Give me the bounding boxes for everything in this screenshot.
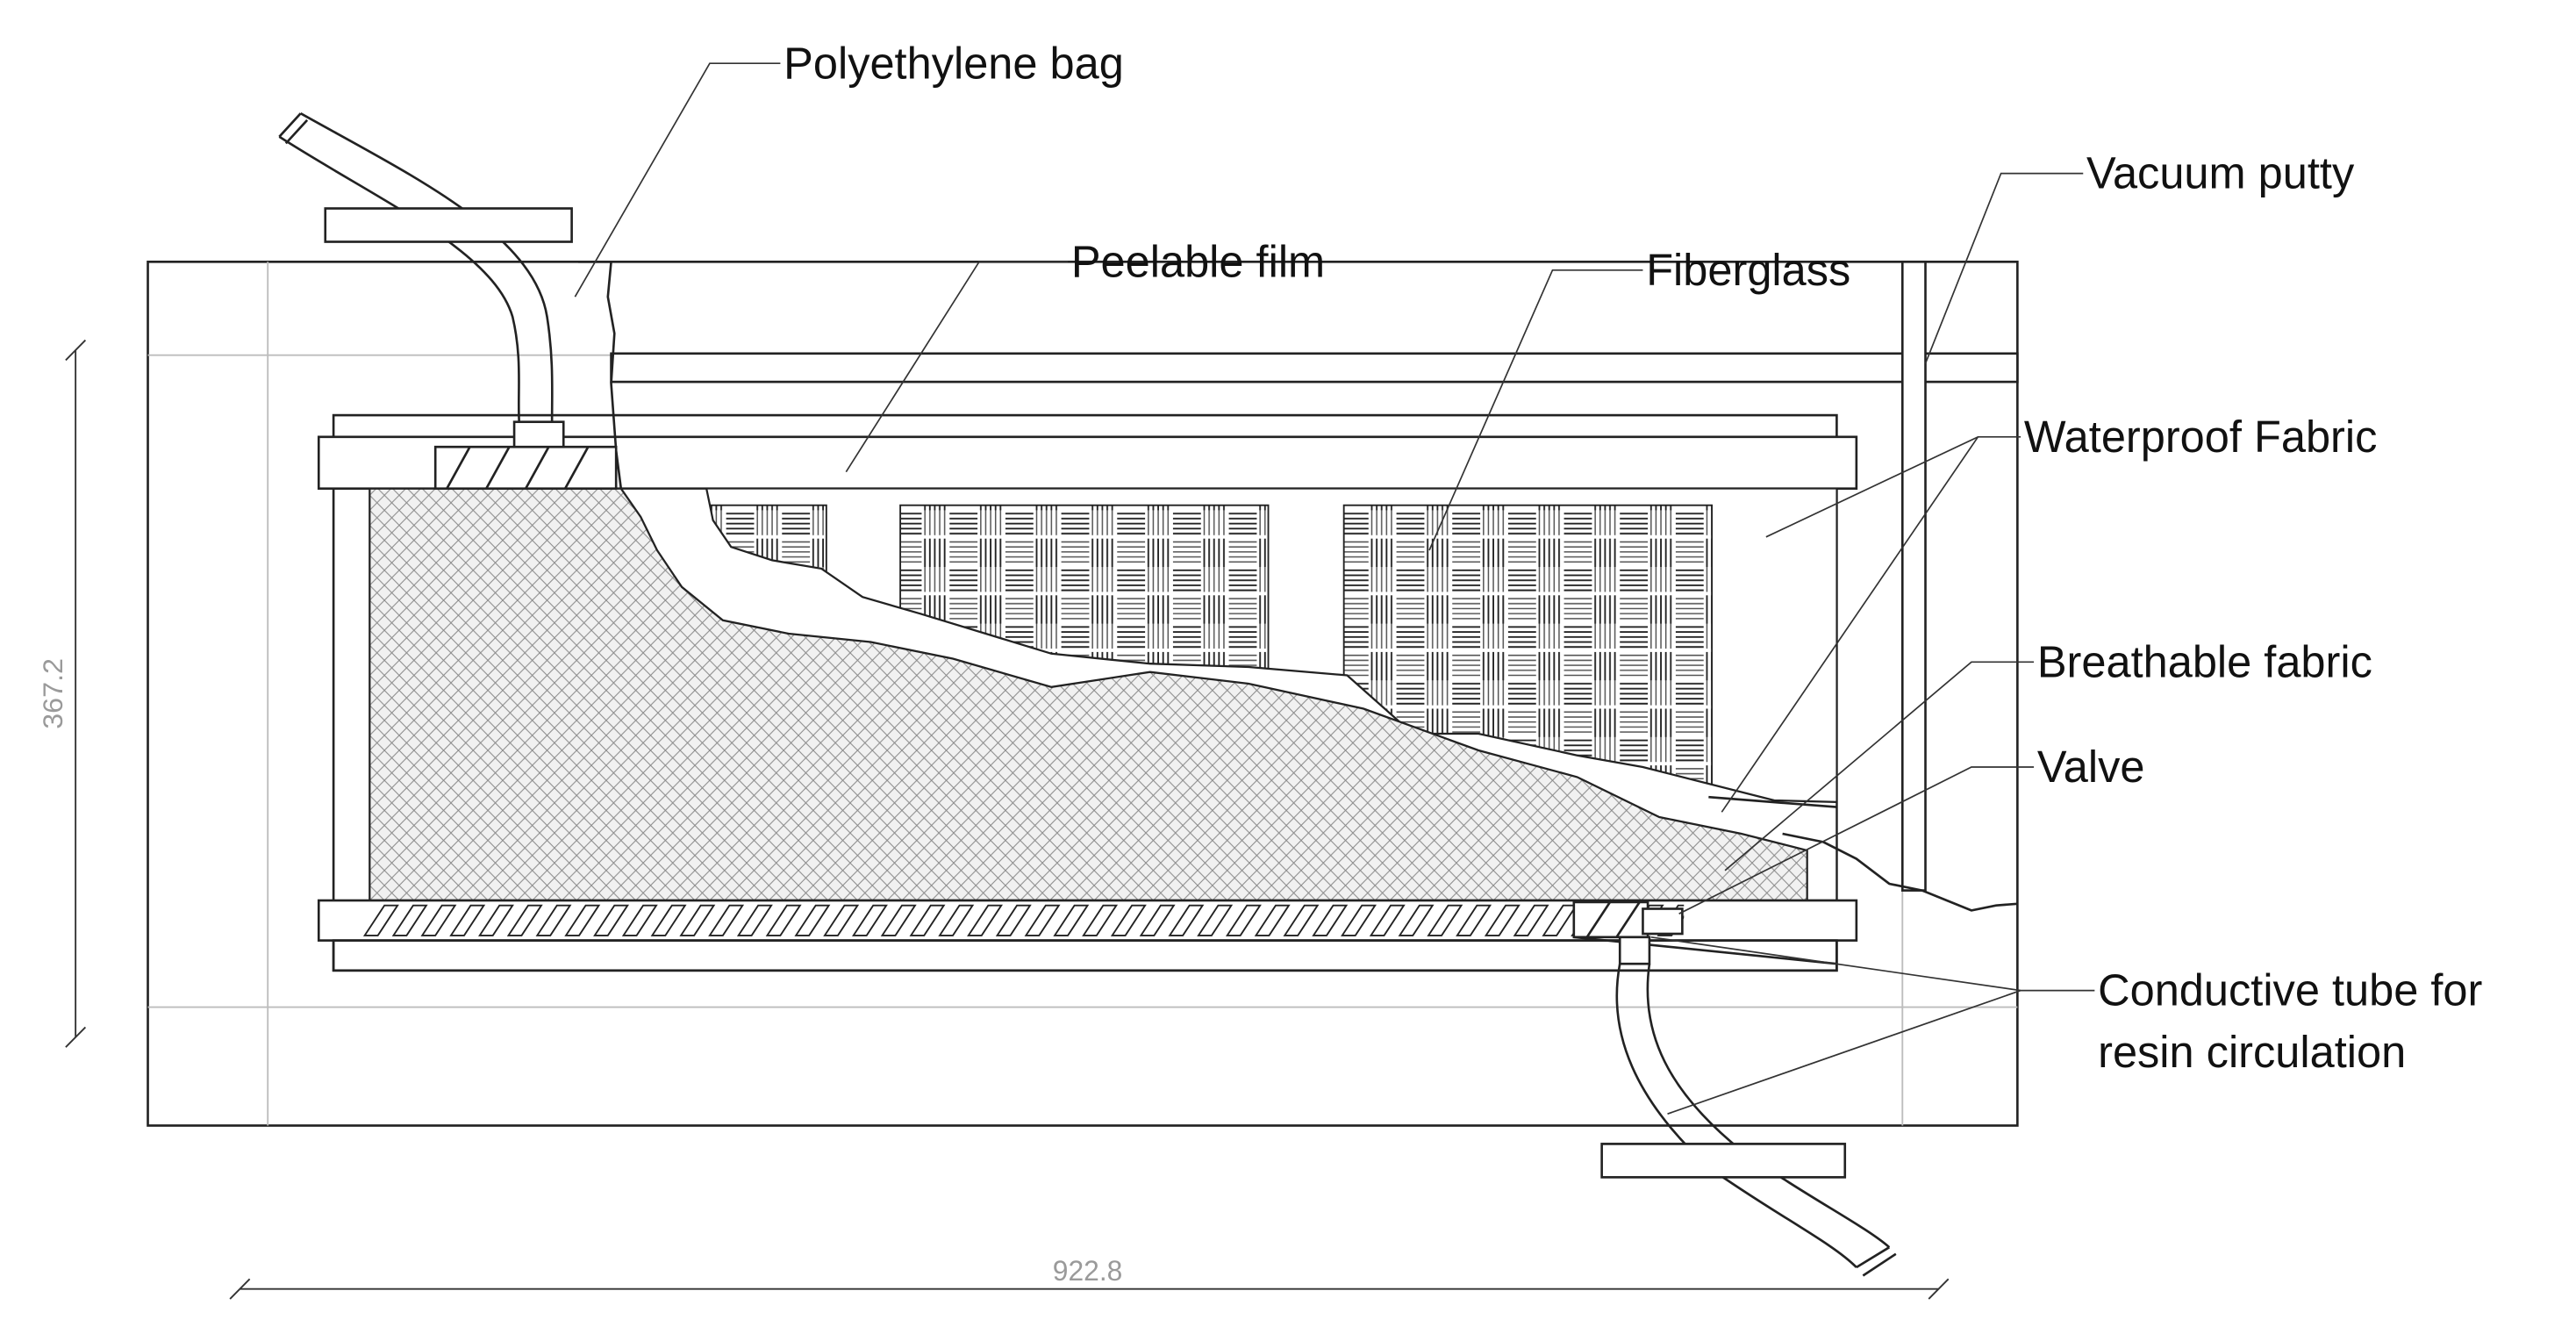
rail-hatch-segment [851, 904, 888, 936]
rail-hatch-segment [823, 904, 860, 936]
rail-hatch-segment [1484, 904, 1521, 936]
rail-hatch-segment [1341, 904, 1377, 936]
rail-hatch-segment [794, 904, 831, 936]
rail-hatch-segment [391, 904, 428, 936]
label-fiberglass: Fiberglass [1646, 245, 1850, 295]
leader-polyethylene-bag [574, 62, 781, 298]
rail-hatch-segment [1024, 904, 1061, 936]
height-dimension-value: 367.2 [37, 658, 68, 729]
width-dimension-value: 922.8 [1053, 1255, 1123, 1287]
rail-hatch-segment [1369, 904, 1406, 936]
rail-hatch-segment [679, 904, 716, 936]
leader-conductive-tube [1667, 989, 2021, 1115]
rail-hatch-segment [1312, 904, 1349, 936]
outlet-tube [1615, 936, 1897, 1277]
inlet-tube [278, 112, 554, 422]
rail-hatch-segment [967, 904, 1004, 936]
rail-hatch-segment [995, 904, 1032, 936]
rail-hatch-segment [765, 904, 802, 936]
rail-hatch-segment [1513, 904, 1549, 936]
leader-peelable-film [845, 261, 1069, 473]
rail-hatch-segment [564, 904, 601, 936]
label-valve: Valve [2037, 742, 2145, 792]
rail-hatch-segment [478, 904, 514, 936]
label-conductive-tube-line2: resin circulation [2098, 1027, 2406, 1077]
rail-hatch-segment [593, 904, 630, 936]
label-conductive-tube-line1: Conductive tube for [2098, 965, 2482, 1015]
rail-hatch-segment [621, 904, 658, 936]
rail-hatch-segment [938, 904, 975, 936]
rail-hatch-segment [535, 904, 572, 936]
leader-vacuum-putty [1924, 172, 2084, 364]
inlet-connector [433, 420, 618, 491]
rail-hatch-segment [506, 904, 543, 936]
leader-valve [1678, 766, 2035, 914]
rail-hatch-segment [1139, 904, 1176, 936]
rail-hatch-segment [909, 904, 946, 936]
breathable-fabric [369, 487, 1808, 902]
label-waterproof-fabric: Waterproof Fabric [2024, 412, 2378, 462]
leader-conductive-tube [1650, 936, 2095, 992]
leader-waterproof-fabric [1721, 436, 1979, 813]
height-dimension [65, 339, 87, 1048]
valve [1572, 900, 1837, 965]
rail-hatch-segment [1168, 904, 1205, 936]
rail-hatch-segment [449, 904, 486, 936]
rail-hatch-segment [1456, 904, 1492, 936]
width-dimension [229, 1278, 1950, 1300]
bottom-base-strip [332, 939, 1838, 972]
rail-hatch-segment [650, 904, 687, 936]
rail-hatch-segment [880, 904, 917, 936]
rail-hatch-segment [1254, 904, 1291, 936]
rail-hatch-segment [1082, 904, 1119, 936]
rail-hatch-segment [1225, 904, 1262, 936]
leader-fiberglass [1428, 269, 1643, 551]
label-peelable-film: Peelable film [1071, 236, 1325, 286]
rail-hatch-segment [1283, 904, 1320, 936]
outlet-clamp-plate [1600, 1143, 1847, 1179]
rail-hatch-segment [1053, 904, 1090, 936]
rail-hatch-segment [420, 904, 457, 936]
polyethylene-bag-edge [1782, 832, 2018, 912]
rail-hatch-segment [1398, 904, 1435, 936]
vacuum-putty-bar [610, 352, 2019, 384]
rail-hatch-segment [1427, 904, 1463, 936]
rail-hatch-segment [1197, 904, 1234, 936]
rail-hatch-segment [362, 904, 399, 936]
rail-hatch-segment [1110, 904, 1147, 936]
outer-frame [147, 260, 2019, 1127]
label-polyethylene-bag: Polyethylene bag [784, 38, 1124, 88]
vacuum-putty-post [1900, 260, 1927, 892]
inlet-clamp-plate [324, 207, 573, 243]
label-breathable-fabric: Breathable fabric [2037, 636, 2372, 686]
rail-hatch-segment [736, 904, 773, 936]
rail-hatch-segment [708, 904, 745, 936]
leader-breathable-fabric [1724, 661, 2035, 871]
label-vacuum-putty: Vacuum putty [2086, 147, 2355, 197]
